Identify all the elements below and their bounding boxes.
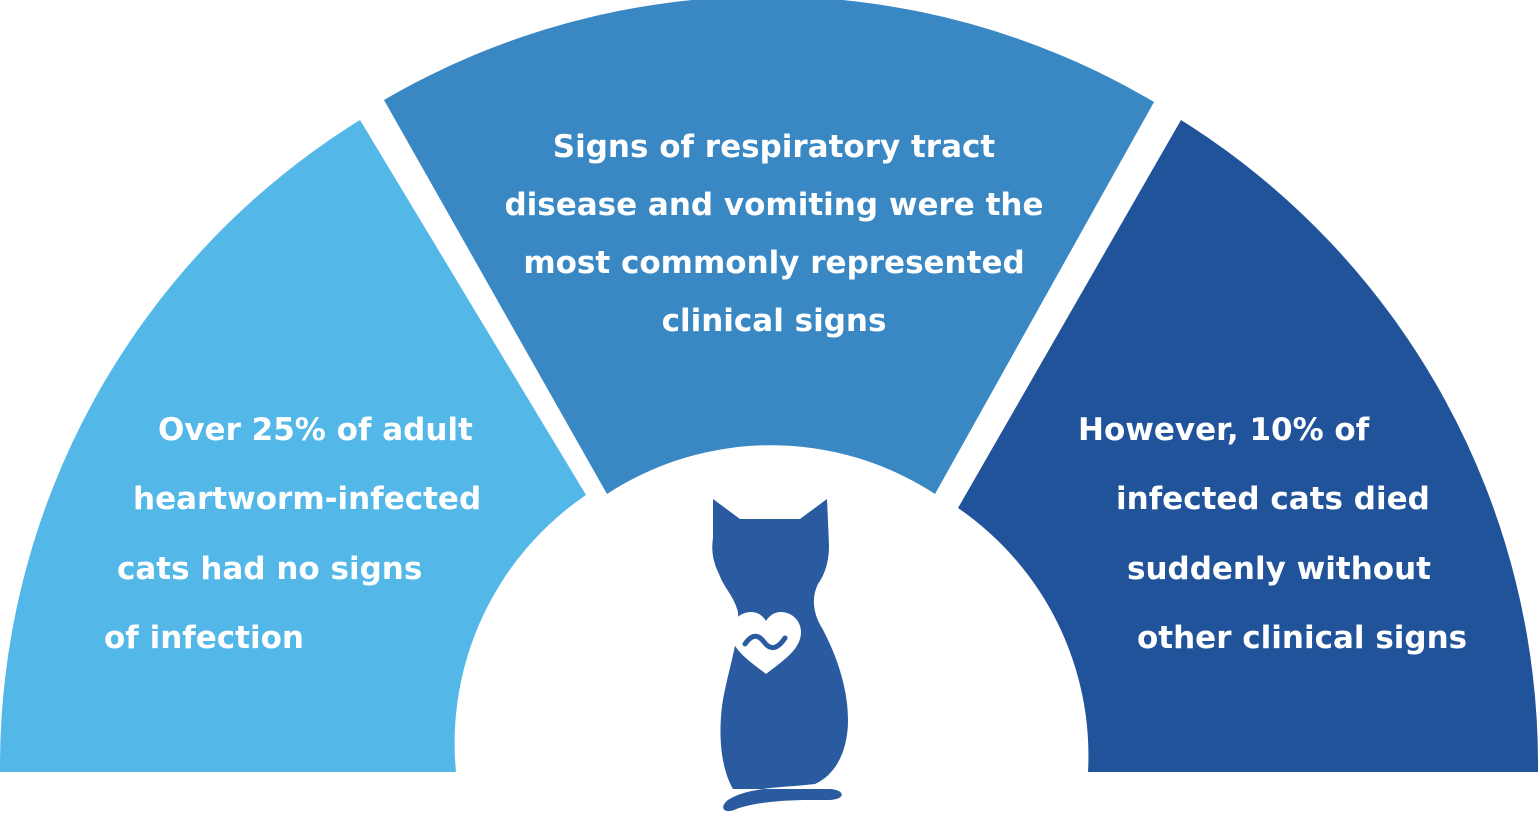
segment-right-line-1: However, 10% of — [1078, 412, 1370, 448]
segment-center-line-3: most commonly represented — [523, 245, 1024, 281]
segment-right-line-4: other clinical signs — [1137, 620, 1467, 656]
segment-center-line-1: Signs of respiratory tract — [553, 129, 996, 165]
segment-left-text: Over 25% of adult heartworm-infected cat… — [104, 412, 481, 656]
segment-left-line-4: of infection — [104, 620, 304, 656]
segment-left-line-3: cats had no signs — [117, 551, 422, 587]
segment-center-line-2: disease and vomiting were the — [504, 187, 1043, 223]
segment-left — [0, 120, 586, 772]
segment-right-line-3: suddenly without — [1127, 551, 1431, 587]
segment-left-line-2: heartworm-infected — [133, 481, 481, 517]
segment-center — [384, 0, 1154, 494]
segment-left-line-1: Over 25% of adult — [158, 412, 473, 448]
heartworm-squiggle — [742, 633, 788, 650]
segment-right — [958, 120, 1539, 772]
cat-with-heart-icon — [712, 499, 848, 812]
segment-center-line-4: clinical signs — [662, 303, 887, 339]
segment-right-line-2: infected cats died — [1116, 481, 1430, 517]
segment-right-text: However, 10% of infected cats died sudde… — [1078, 412, 1467, 656]
segment-center-text: Signs of respiratory tract disease and v… — [504, 129, 1043, 339]
